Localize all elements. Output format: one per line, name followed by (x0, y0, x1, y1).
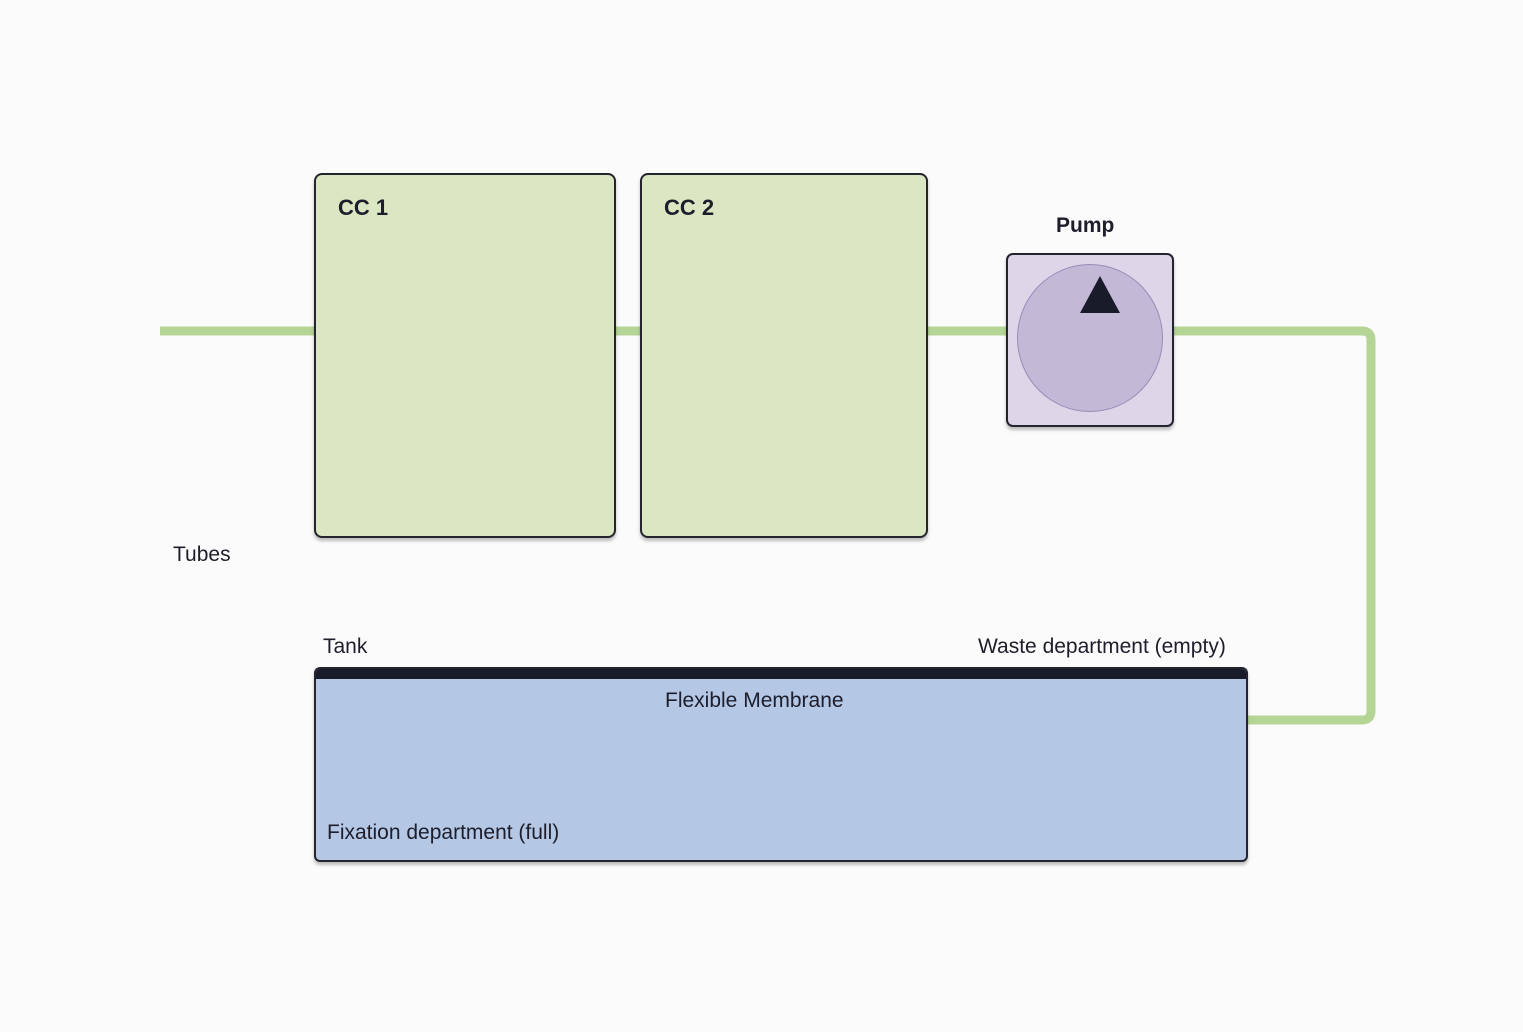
membrane-label: Flexible Membrane (665, 689, 844, 712)
pump (1006, 253, 1174, 427)
chamber-label: CC 1 (338, 195, 389, 220)
fixation-department-label: Fixation department (full) (327, 821, 560, 844)
cell-chamber-2: CC 2 (640, 173, 928, 538)
flexible-membrane (316, 669, 1246, 679)
cell-chamber-1: CC 1 (314, 173, 616, 538)
pump-rotor-icon (1017, 264, 1163, 412)
tank-label: Tank (323, 635, 368, 658)
pump-label: Pump (1056, 214, 1115, 237)
tube-segment-pump-tank (1172, 326, 1376, 725)
tubes-label: Tubes (173, 543, 231, 566)
waste-department-label: Waste department (empty) (978, 635, 1226, 658)
tank (314, 667, 1248, 862)
pump-arrow-icon (1080, 276, 1120, 313)
chamber-label: CC 2 (664, 195, 715, 220)
